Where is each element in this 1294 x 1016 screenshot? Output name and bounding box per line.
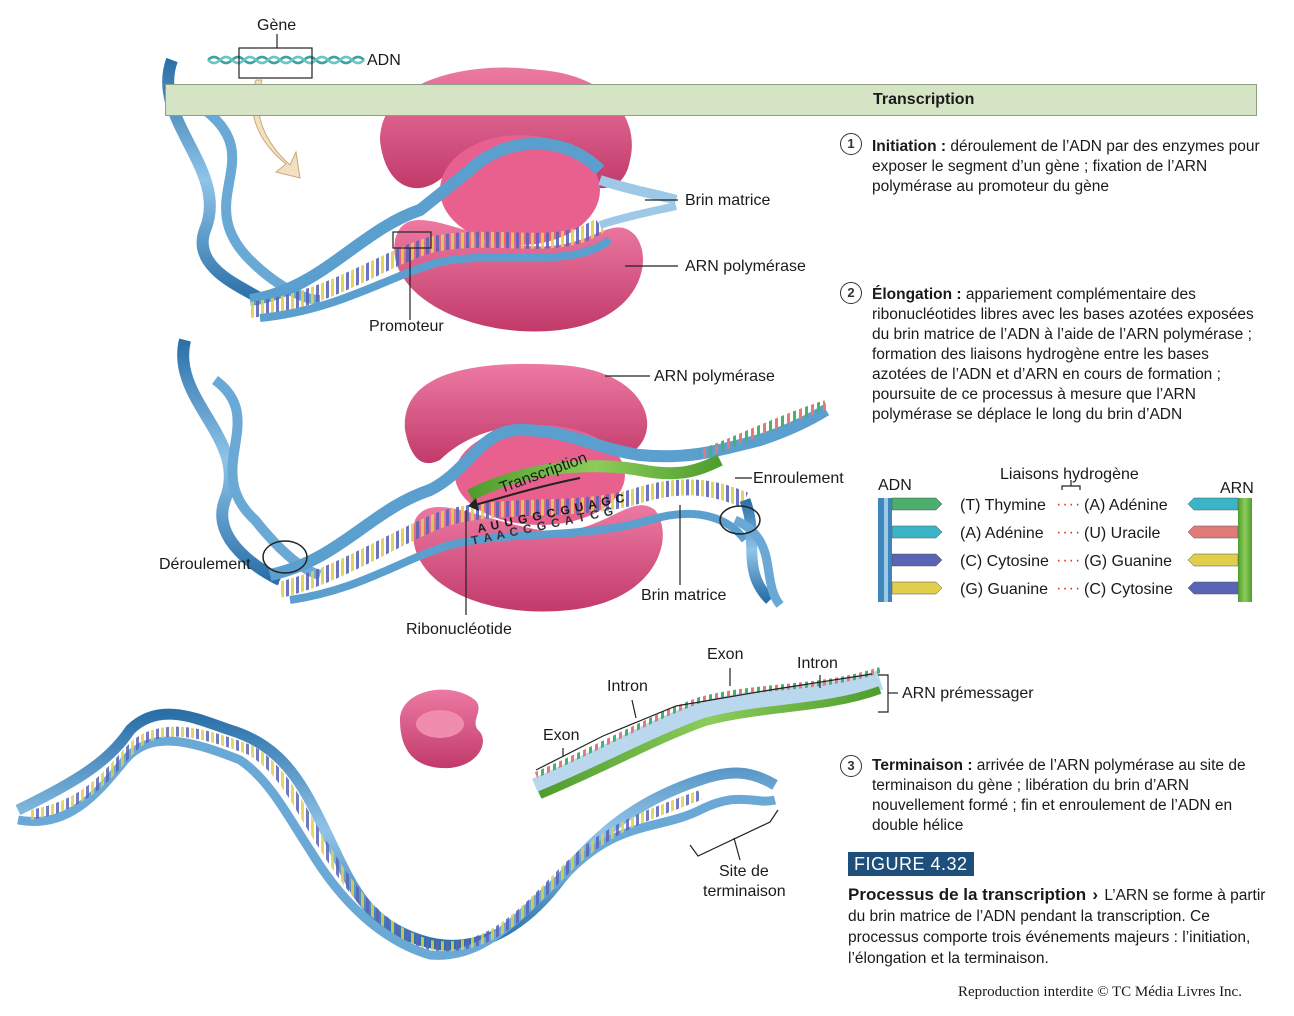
legend-left-3: (G) Guanine <box>960 581 1049 598</box>
dna-helix-3 <box>15 708 779 960</box>
label-gene: Gène <box>257 17 297 34</box>
legend-dna-base-0 <box>891 497 943 511</box>
legend-left-0: (T) Thymine <box>960 497 1046 514</box>
label-promoteur: Promoteur <box>369 318 444 335</box>
promoter-box <box>392 231 432 249</box>
label-site-de: Site de <box>719 863 769 880</box>
legend-right-2: (G) Guanine <box>1084 553 1173 570</box>
header-title: Transcription <box>873 91 975 108</box>
legend-rna-base-3 <box>1187 581 1239 595</box>
legend-dna-base-2 <box>891 553 943 567</box>
label-terminaison: terminaison <box>703 883 786 900</box>
copyright: Reproduction interdite © TC Média Livres… <box>958 984 1242 1000</box>
legend-dna-base-3 <box>891 581 943 595</box>
legend-title: Liaisons hydrogène <box>1000 466 1139 483</box>
hydrogen-bond-dots: ···· <box>1056 580 1082 597</box>
caption-title: Processus de la transcription <box>848 885 1087 904</box>
step-3-body: arrivée de l’ARN polymérase au site de t… <box>872 757 1246 834</box>
step-1-title: Initiation : <box>872 138 947 155</box>
label-exon-1: Exon <box>543 727 580 744</box>
legend-rna-base-0 <box>1187 497 1239 511</box>
caption-arrow: › <box>1092 885 1099 904</box>
figure-caption: Processus de la transcription › L’ARN se… <box>848 884 1278 969</box>
step-3-title: Terminaison : <box>872 757 973 774</box>
legend-left-1: (A) Adénine <box>960 525 1044 542</box>
legend-right-0: (A) Adénine <box>1084 497 1168 514</box>
legend-right-3: (C) Cytosine <box>1084 581 1173 598</box>
step-2-body: appariement complémentaire des ribonuclé… <box>872 286 1254 423</box>
dna-helix-1 <box>162 57 678 322</box>
label-arn-polymerase-2: ARN polymérase <box>654 368 775 385</box>
label-adn-top: ADN <box>367 52 401 69</box>
hydrogen-bond-dots: ···· <box>1056 552 1082 569</box>
label-arn-polymerase-1: ARN polymérase <box>685 258 806 275</box>
label-brin-matrice-1: Brin matrice <box>685 192 771 209</box>
step-2-text: Élongation : appariement complémentaire … <box>872 285 1262 425</box>
legend-hbond-bracket <box>1061 480 1081 490</box>
dna-helix-2 <box>177 338 830 615</box>
label-intron-2: Intron <box>797 655 838 672</box>
legend-rna-base-2 <box>1187 553 1239 567</box>
released-polymerase <box>400 689 483 769</box>
hydrogen-bond-dots: ···· <box>1056 524 1082 541</box>
legend-adn-bar <box>878 498 892 602</box>
legend-rna-base-1 <box>1187 525 1239 539</box>
small-dna-strand <box>207 34 365 79</box>
step-3-number: 3 <box>840 755 862 777</box>
legend-adn-label: ADN <box>878 477 912 494</box>
step-2-title: Élongation : <box>872 286 962 303</box>
legend-dna-base-1 <box>891 525 943 539</box>
legend-left-2: (C) Cytosine <box>960 553 1049 570</box>
label-arn-premessager: ARN prémessager <box>902 685 1034 702</box>
legend-arn-bar <box>1238 498 1252 602</box>
label-ribonucleotide: Ribonucléotide <box>406 621 512 638</box>
transcription-header-bar <box>165 84 1257 116</box>
label-exon-2: Exon <box>707 646 744 663</box>
step-1-text: Initiation : déroulement de l’ADN par de… <box>872 137 1262 197</box>
legend-arn-label: ARN <box>1220 480 1254 497</box>
step-1-number: 1 <box>840 133 862 155</box>
legend-right-1: (U) Uracile <box>1084 525 1161 542</box>
gene-box <box>238 47 313 79</box>
step-2-number: 2 <box>840 282 862 304</box>
step-3-text: Terminaison : arrivée de l’ARN polyméras… <box>872 756 1252 836</box>
figure-badge: FIGURE 4.32 <box>848 852 974 876</box>
label-brin-matrice-2: Brin matrice <box>641 587 727 604</box>
hydrogen-bond-dots: ···· <box>1056 496 1082 513</box>
transcription-arrow-icon <box>474 477 581 506</box>
label-enroulement: Enroulement <box>753 470 844 487</box>
step-1-body: déroulement de l’ADN par des enzymes pou… <box>872 138 1260 195</box>
label-intron-1: Intron <box>607 678 648 695</box>
pre-mrna-strand <box>531 667 884 799</box>
label-deroulement: Déroulement <box>159 556 251 573</box>
caption-text: L’ARN se forme à partir du brin matrice … <box>848 887 1266 967</box>
